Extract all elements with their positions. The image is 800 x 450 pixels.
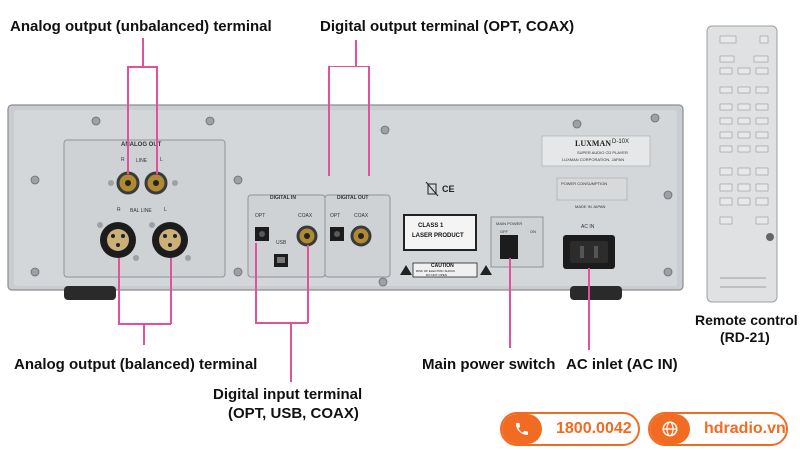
digital-out-opt-label: OPT [330,213,341,219]
bal-r-label: R [117,207,121,213]
model-desc: SUPER AUDIO CD PLAYER [577,150,628,155]
phone-icon [502,414,542,444]
callout-line [255,322,308,324]
digital-in-usb-label: USB [276,240,287,246]
digital-in-opt-label: OPT [255,213,266,219]
callout-line [290,322,292,382]
line-l-label: L [160,157,163,163]
label-digital-output: Digital output terminal (OPT, COAX) [320,18,575,35]
website-contact-pill[interactable]: hdradio.vn [648,412,788,446]
phone-number: 1800.0042 [556,420,632,437]
class1-label-line2: LASER PRODUCT [412,233,464,239]
caution-label: CAUTION [431,263,454,269]
label-main-power-switch: Main power switch [422,356,556,373]
caution-sub2: DO NOT OPEN [426,273,447,277]
phone-contact-pill[interactable]: 1800.0042 [500,412,640,446]
callout-line [142,38,144,66]
company-name: LUXMAN CORPORATION, JAPAN [562,157,625,162]
callout-line [368,66,370,176]
callout-line [127,66,129,174]
callout-line [127,66,157,68]
callout-line [143,323,145,345]
power-consumption-label: POWER CONSUMPTION [561,181,608,186]
brand-logo: LUXMAN [575,139,611,148]
line-r-label: R [121,157,125,163]
label-analog-balanced: Analog output (balanced) terminal [14,356,258,373]
website-url: hdradio.vn [704,420,786,437]
class1-label-line1: CLASS 1 [418,223,444,229]
callout-line [156,66,158,174]
callout-box-digital-output [328,66,368,67]
bal-line-label: BAL LINE [130,208,152,214]
on-label: ON [530,229,536,234]
digital-out-coax-label: COAX [354,213,369,219]
made-in-label: MADE IN JAPAN [575,204,606,209]
label-digital-input-line2: (OPT, USB, COAX) [228,405,359,422]
off-label: OFF [500,229,508,234]
callout-line [328,66,330,176]
bal-l-label: L [164,207,167,213]
model-name: D-10X [612,139,630,145]
label-remote-line2: (RD-21) [720,329,770,345]
callout-line [509,258,511,348]
callout-line [355,40,357,66]
callout-line [118,323,171,325]
globe-icon [650,414,690,444]
callout-line [118,258,120,324]
analog-out-panel-label: ANALOG OUT [121,142,162,148]
callout-line [307,245,309,323]
label-remote-line1: Remote control [695,312,798,328]
main-power-panel-label: MAIN POWER [496,221,523,226]
label-analog-unbalanced: Analog output (unbalanced) terminal [10,18,272,35]
digital-out-panel-label: DIGITAL OUT [337,195,369,201]
label-digital-input-line1: Digital input terminal [213,386,363,403]
label-ac-inlet: AC inlet (AC IN) [566,356,678,373]
ce-mark: CE [442,184,455,194]
ac-in-panel-label: AC IN [581,224,595,230]
callout-line [170,258,172,324]
line-label: LINE [136,158,148,164]
callout-line [588,268,590,350]
digital-in-coax-label: COAX [298,213,313,219]
digital-in-panel-label: DIGITAL IN [270,195,296,201]
caution-sub1: RISK OF ELECTRIC SHOCK [416,269,456,273]
callout-line [255,243,257,323]
